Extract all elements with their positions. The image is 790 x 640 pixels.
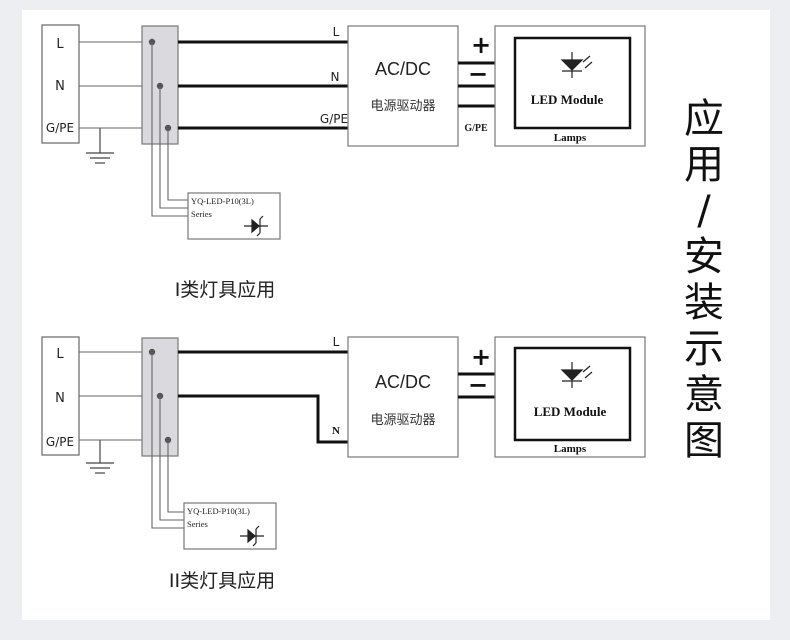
spd-module <box>183 502 277 550</box>
spd-model: YQ-LED-P10(3L) <box>187 506 250 516</box>
wire-label-l: L <box>333 25 340 39</box>
terminal-block <box>41 24 80 144</box>
lamps-label: Lamps <box>554 132 587 144</box>
led-module-label: LED Module <box>531 92 604 107</box>
driver-title: AC/DC <box>375 59 431 79</box>
diagram-class-1: L N G/PE <box>41 24 646 301</box>
wire-label-gpe: G/PE <box>320 112 348 126</box>
side-title-char: 安 <box>684 234 724 280</box>
side-title-char: 意 <box>684 372 724 418</box>
acdc-driver <box>347 25 459 147</box>
spd-model: YQ-LED-P10(3L) <box>191 196 254 206</box>
minus-sign: − <box>468 60 488 88</box>
plus-sign: + <box>471 343 491 371</box>
terminal-l-label: L <box>56 347 64 362</box>
wire-label-n: N <box>331 70 340 84</box>
spd-wires <box>151 352 188 529</box>
side-title: 应 用 / 安 装 示 意 图 <box>678 96 730 464</box>
driver-title: AC/DC <box>375 372 431 392</box>
led-icon <box>560 362 593 388</box>
acdc-driver <box>347 336 459 458</box>
diode-icon <box>244 215 268 237</box>
side-title-char: 装 <box>684 280 724 326</box>
terminal-n-label: N <box>55 391 65 406</box>
spd-module <box>187 192 281 240</box>
driver-subtitle: 电源驱动器 <box>370 413 435 428</box>
terminal-block <box>41 336 80 456</box>
wire-label-l: L <box>333 335 340 349</box>
plus-sign: + <box>471 31 491 59</box>
driver-subtitle: 电源驱动器 <box>370 99 435 114</box>
ground-icon <box>86 440 114 474</box>
driver-input-wires <box>178 40 348 130</box>
terminal-gpe-label: G/PE <box>46 435 74 449</box>
led-module-label: LED Module <box>534 404 607 419</box>
ground-icon <box>86 128 114 164</box>
lamps-label: Lamps <box>554 443 587 455</box>
diagram-class-2: L N G/PE <box>41 335 646 592</box>
spd-series: Series <box>187 519 208 529</box>
led-module <box>513 36 632 130</box>
caption-class-2: II类灯具应用 <box>169 570 275 592</box>
wire-label-n: N <box>332 425 340 437</box>
spd-series: Series <box>191 209 212 219</box>
side-title-char: 图 <box>684 418 724 464</box>
led-module <box>513 346 632 442</box>
side-title-char: 示 <box>684 326 724 372</box>
led-icon <box>560 52 593 78</box>
side-title-char: / <box>697 188 711 234</box>
terminal-gpe-label: G/PE <box>46 121 74 135</box>
spd-wires <box>151 42 188 217</box>
terminal-n-label: N <box>55 79 65 94</box>
diode-icon <box>240 525 264 547</box>
minus-sign: − <box>468 371 488 399</box>
side-title-char: 应 <box>684 96 724 142</box>
output-gpe-label: G/PE <box>464 123 488 134</box>
terminal-l-label: L <box>56 37 64 52</box>
caption-class-1: I类灯具应用 <box>175 279 276 301</box>
driver-input-wires <box>178 350 348 444</box>
side-title-char: 用 <box>684 142 724 188</box>
